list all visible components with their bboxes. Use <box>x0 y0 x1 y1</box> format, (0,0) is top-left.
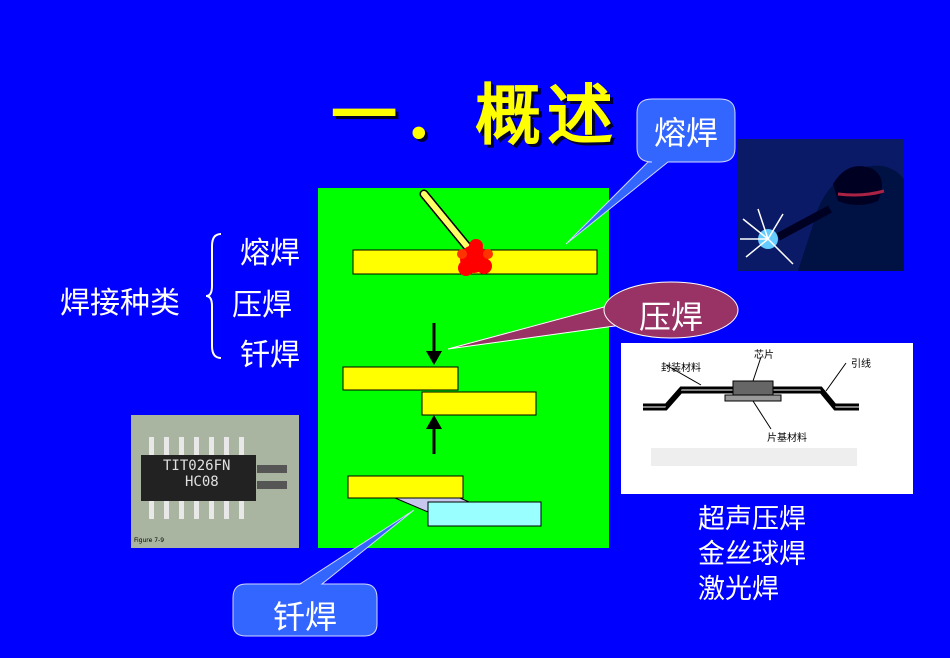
method-list: 超声压焊 金丝球焊 激光焊 <box>698 502 806 607</box>
label-lead: 引线 <box>851 359 871 370</box>
brazing-plate-top <box>347 475 464 499</box>
arrow-up-icon <box>426 415 442 429</box>
welding-types-label: 焊接种类 <box>60 286 180 321</box>
welder-image <box>738 139 904 271</box>
chip-body <box>141 455 256 501</box>
chip-marking-line2: HC08 <box>185 474 219 490</box>
label-substrate: 片基材料 <box>767 433 807 444</box>
chip-marking-line1: TIT026FN <box>163 458 231 474</box>
chip-pins <box>149 437 244 519</box>
callout-fusion-label: 熔焊 <box>653 114 718 152</box>
callout-pressure-shape <box>603 281 739 339</box>
electrode-rod <box>421 191 473 253</box>
pressure-plate-top <box>342 366 459 391</box>
callout-brazing-label: 钎焊 <box>272 598 337 636</box>
callout-pressure-label: 压焊 <box>638 298 703 336</box>
label-chip: 芯片 <box>754 350 774 361</box>
spark-icon <box>740 208 794 265</box>
label-encapsulant: 封装材料 <box>661 363 701 374</box>
type-item-brazing: 钎焊 <box>240 338 300 373</box>
figure-label: Figure 7-9 <box>134 537 165 544</box>
callout-fusion-shape <box>565 98 736 245</box>
substrate-block <box>724 394 782 402</box>
type-item-fusion: 熔焊 <box>240 236 300 271</box>
method-item: 金丝球焊 <box>698 539 806 570</box>
pressure-plate-bottom <box>421 391 537 416</box>
ic-chip-photo: TIT026FN HC08 Figure 7-9 <box>131 415 299 548</box>
brazing-plate-bottom <box>427 501 542 527</box>
method-item: 超声压焊 <box>698 504 806 535</box>
chip-block <box>732 380 774 396</box>
package-figure: 封装材料 芯片 引线 片基材料 <box>621 343 913 494</box>
brace-icon <box>205 233 222 359</box>
page-title: 一．概述 <box>331 77 619 154</box>
type-item-pressure: 压焊 <box>232 288 292 323</box>
arrow-down-icon <box>426 351 442 365</box>
method-item: 激光焊 <box>698 574 779 605</box>
callout-brazing-shape <box>232 509 415 637</box>
flame-icon <box>457 239 493 276</box>
